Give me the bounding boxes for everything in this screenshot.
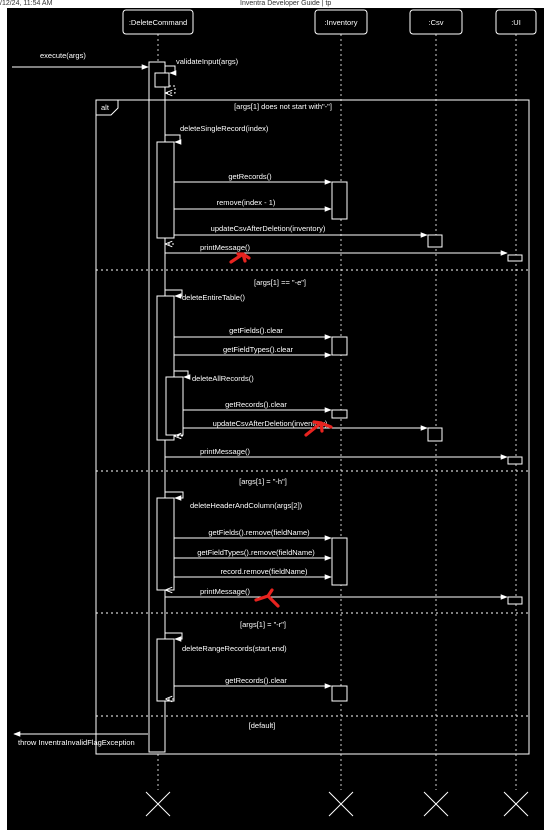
alt-fragment: alt (95, 99, 530, 755)
destroy-marker-delete-command (145, 791, 171, 817)
message-get-records-clear-2-label: getRecords().clear (225, 676, 287, 685)
message-validate (165, 65, 177, 76)
activation-delete-range (156, 638, 175, 702)
message-record-remove-label: record.remove(fieldName) (220, 567, 308, 576)
participant-delete-command-label: :DeleteCommand (129, 18, 187, 27)
destroy-marker-ui (503, 791, 529, 817)
destroy-marker-csv (423, 791, 449, 817)
message-get-fields-clear-label: getFields().clear (229, 326, 283, 335)
activation-inventory-4 (331, 537, 348, 586)
participant-inventory-label: :Inventory (325, 18, 358, 27)
message-update-csv-2-label: updateCsvAfterDeletion(inventory) (213, 419, 328, 428)
participant-ui: :UI (495, 9, 537, 35)
print-timestamp: /12/24, 11:54 AM (0, 0, 53, 7)
activation-inventory-1 (331, 181, 348, 220)
annotation-arrow-2 (304, 420, 333, 437)
guard-e: [args[1] == "-e"] (254, 278, 306, 287)
message-delete-single-label: deleteSingleRecord(index) (180, 124, 269, 133)
participant-ui-label: :UI (511, 18, 521, 27)
activation-delete-single (156, 141, 175, 239)
guard-r: [args[1] = "-r"] (240, 620, 286, 629)
annotation-arrow-3 (254, 588, 280, 608)
activation-csv-1 (427, 234, 443, 248)
message-print-3-label: printMessage() (200, 587, 251, 596)
message-delete-header (165, 491, 184, 501)
destroy-marker-inventory (328, 791, 354, 817)
participant-csv: :Csv (409, 9, 463, 35)
message-fields-remove-label: getFields().remove(fieldName) (208, 528, 310, 537)
message-update-csv-1-label: updateCsvAfterDeletion(inventory) (211, 224, 326, 233)
browser-print-header: /12/24, 11:54 AM Inventra Developer Guid… (0, 0, 552, 8)
message-execute-label: execute(args) (40, 51, 86, 60)
message-get-records-clear-1-label: getRecords().clear (225, 400, 287, 409)
destroy-markers (145, 791, 529, 817)
activation-csv-2 (427, 427, 443, 442)
message-delete-header-label: deleteHeaderAndColumn(args[2]) (190, 501, 303, 510)
activation-ui-3 (507, 596, 523, 605)
participant-delete-command: :DeleteCommand (122, 9, 194, 35)
message-delete-table (165, 289, 183, 299)
guard-not-dash: [args[1] does not start with"-"] (234, 102, 332, 111)
guard-default: [default] (249, 721, 276, 730)
message-delete-range-label: deleteRangeRecords(start,end) (182, 644, 287, 653)
message-get-field-types-clear-label: getFieldTypes().clear (223, 345, 294, 354)
participant-csv-label: :Csv (429, 18, 444, 27)
activation-delete-all (165, 376, 184, 436)
message-delete-range (165, 632, 183, 642)
activation-inventory-5 (331, 685, 348, 702)
activation-ui-1 (507, 254, 523, 262)
alt-operator-label: alt (101, 103, 110, 112)
message-field-types-remove-label: getFieldTypes().remove(fieldName) (197, 548, 315, 557)
return-validate (166, 85, 176, 93)
activation-ui-2 (507, 456, 523, 465)
message-delete-all (174, 370, 191, 380)
message-get-records-1-label: getRecords() (228, 172, 272, 181)
message-print-1-label: printMessage() (200, 243, 251, 252)
message-delete-table-label: deleteEntireTable() (182, 293, 245, 302)
message-validate-label: validateInput(args) (176, 57, 239, 66)
activation-inventory-3 (331, 409, 348, 419)
message-throw-label: throw InventraInvalidFlagException (18, 738, 135, 747)
participant-inventory: :Inventory (314, 9, 368, 35)
annotation-arrow-1 (229, 252, 251, 264)
message-delete-single (165, 134, 182, 145)
message-remove-index-label: remove(index - 1) (217, 198, 276, 207)
print-page-title: Inventra Developer Guide | tp (240, 0, 332, 7)
guard-h: [args[1] = "-h"] (239, 477, 287, 486)
activation-validate (154, 72, 170, 88)
activation-inventory-2 (331, 336, 348, 356)
message-delete-all-label: deleteAllRecords() (192, 374, 254, 383)
activation-delete-header (156, 497, 175, 591)
message-print-2-label: printMessage() (200, 447, 251, 456)
